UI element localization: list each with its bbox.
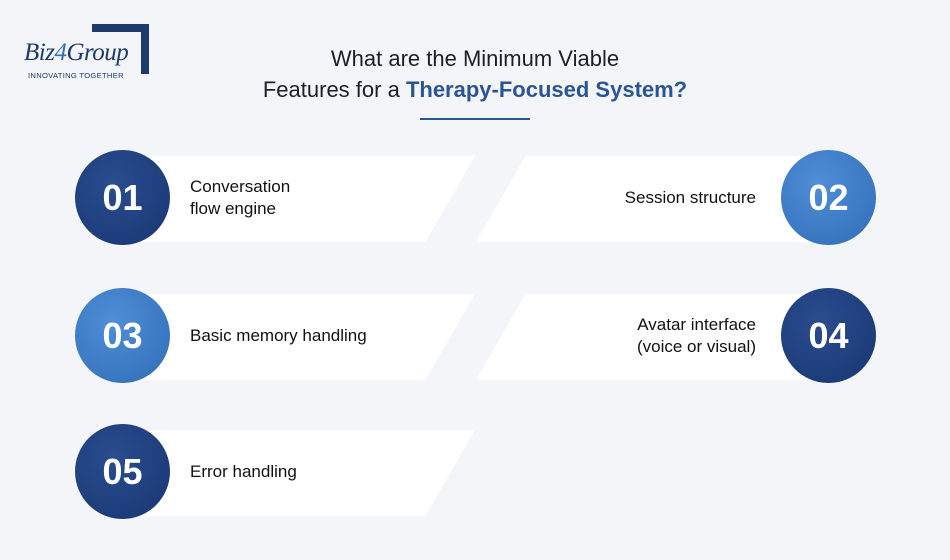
feature-card-03: 03 Basic memory handling [75,288,475,383]
feature-card-band [120,294,475,380]
feature-number-badge: 02 [781,150,876,245]
feature-label: Error handling [190,462,297,481]
logo-wordmark: Biz4Group [24,39,129,66]
feature-card-02: 02 Session structure [476,150,876,245]
page-title: What are the Minimum Viable Features for… [175,43,775,105]
bizgroup-logo: Biz4Group INNOVATING TOGETHER [22,24,157,84]
logo-frame-icon [92,24,149,74]
feature-card-04: 04 Avatar interface(voice or visual) [476,288,876,383]
title-line-1: What are the Minimum Viable [330,46,620,71]
feature-card-band [120,156,475,242]
feature-number-badge: 03 [75,288,170,383]
feature-card-band [476,294,831,380]
title-underline [420,118,530,120]
feature-card-band [476,156,831,242]
feature-label: Basic memory handling [190,326,367,345]
feature-number-badge: 04 [781,288,876,383]
feature-card-05: 05 Error handling [75,424,475,519]
feature-number-badge: 01 [75,150,170,245]
feature-card-band [120,430,475,516]
title-line-2: Features for a Therapy-Focused System? [262,77,688,102]
logo-tagline: INNOVATING TOGETHER [28,71,124,80]
feature-label: Avatar interface(voice or visual) [636,315,756,356]
feature-number-badge: 05 [75,424,170,519]
feature-label: Session structure [624,188,756,207]
